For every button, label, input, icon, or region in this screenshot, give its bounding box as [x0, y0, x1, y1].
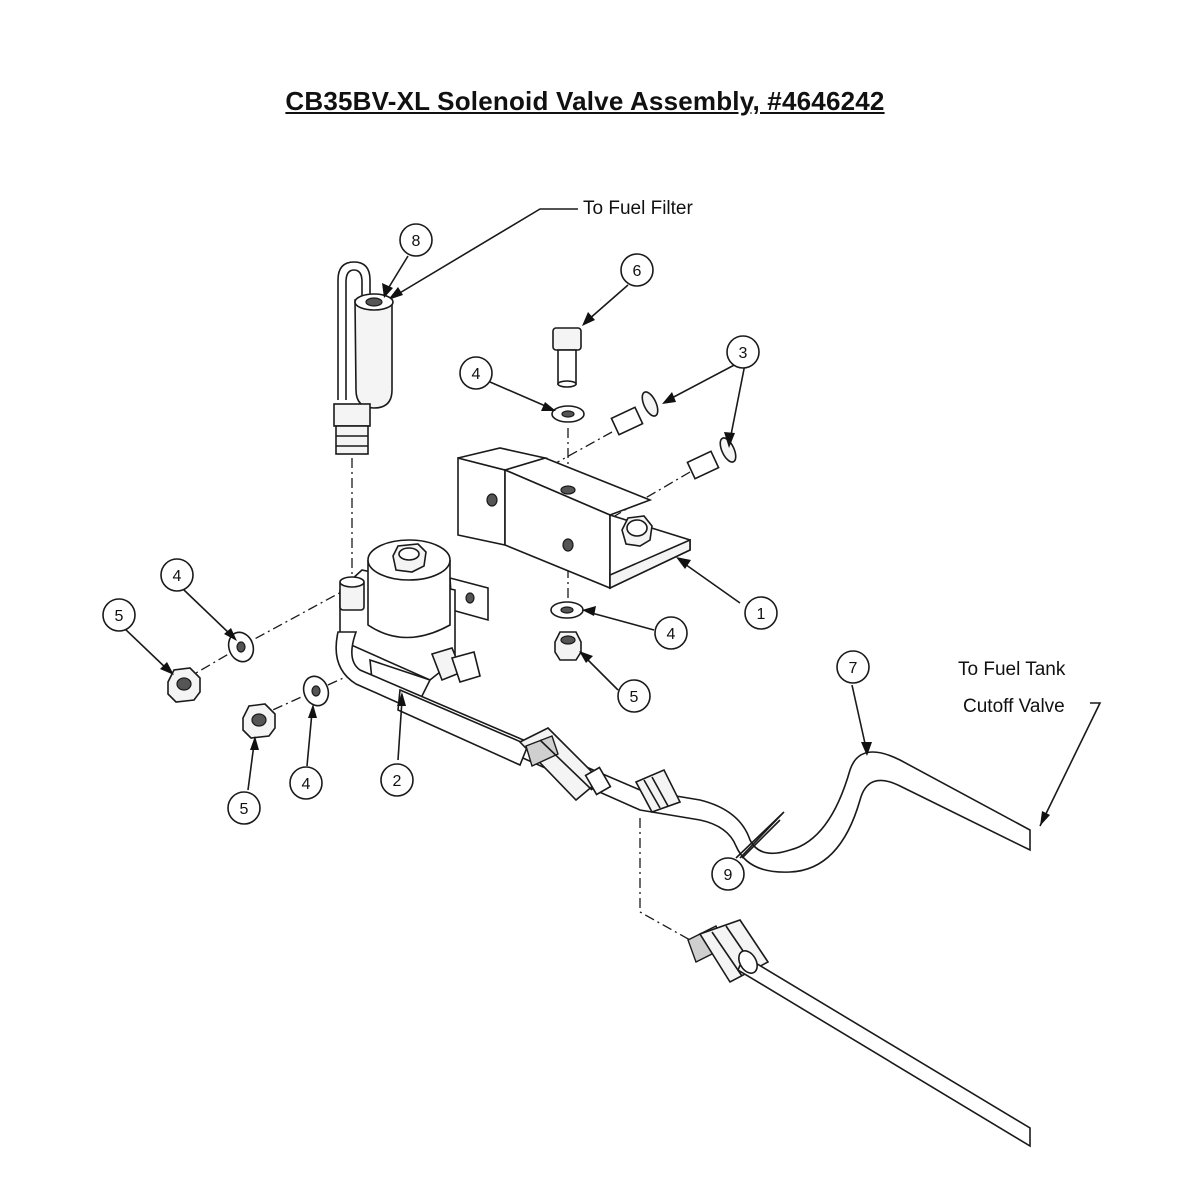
- fitting-tube-part-8: [333, 261, 394, 455]
- balloon-leaders: [123, 255, 872, 859]
- note-leaders: [387, 208, 1102, 827]
- balloon-4-top: 4: [459, 356, 493, 390]
- balloon-5-bottom: 5: [227, 791, 261, 825]
- svg-text:8: 8: [412, 233, 421, 250]
- fuel-line-part-7: [335, 631, 1031, 873]
- svg-text:1: 1: [757, 606, 766, 623]
- svg-text:5: 5: [115, 608, 124, 625]
- solenoid-valve-part-2: [339, 539, 489, 702]
- note-to-fuel-tank: To Fuel Tank: [958, 659, 1066, 680]
- svg-text:9: 9: [724, 867, 733, 884]
- diagram-title: CB35BV-XL Solenoid Valve Assembly, #4646…: [285, 86, 885, 116]
- balloon-4-right: 4: [654, 616, 688, 650]
- washer-part-4-top: [551, 405, 585, 423]
- svg-text:4: 4: [173, 568, 182, 585]
- rivet-part-3-lower: [686, 437, 737, 480]
- washer-part-4-right: [550, 601, 584, 619]
- balloon-5-left: 5: [102, 598, 136, 632]
- balloon-4-left: 4: [160, 558, 194, 592]
- svg-text:5: 5: [630, 689, 639, 706]
- balloon-3: 3: [726, 335, 760, 369]
- svg-text:4: 4: [667, 626, 676, 643]
- svg-text:3: 3: [739, 345, 748, 362]
- balloon-8: 8: [399, 223, 433, 257]
- balloon-7: 7: [836, 650, 870, 684]
- nut-part-5-bottom: [242, 703, 276, 739]
- svg-text:2: 2: [393, 773, 402, 790]
- svg-text:4: 4: [472, 366, 481, 383]
- harness-connector: [397, 688, 612, 802]
- balloon-2: 2: [380, 763, 414, 797]
- bolt-part-6: [552, 327, 582, 388]
- nut-part-5-left: [167, 667, 201, 703]
- washer-part-4-bottom: [302, 675, 330, 707]
- harness-part-9: [687, 919, 1031, 1148]
- note-to-fuel-filter: To Fuel Filter: [583, 198, 693, 219]
- balloon-1: 1: [744, 596, 778, 630]
- balloon-4-bottom: 4: [289, 766, 323, 800]
- rivet-part-3-upper: [610, 391, 659, 436]
- balloon-6: 6: [620, 253, 654, 287]
- nut-part-5-right: [554, 631, 582, 661]
- note-cutoff-valve: Cutoff Valve: [963, 696, 1065, 717]
- bracket-part-1: [457, 447, 691, 590]
- svg-text:5: 5: [240, 801, 249, 818]
- svg-text:7: 7: [849, 660, 858, 677]
- svg-text:6: 6: [633, 263, 642, 280]
- svg-text:4: 4: [302, 776, 311, 793]
- balloon-5-right: 5: [617, 679, 651, 713]
- balloon-9: 9: [711, 857, 745, 891]
